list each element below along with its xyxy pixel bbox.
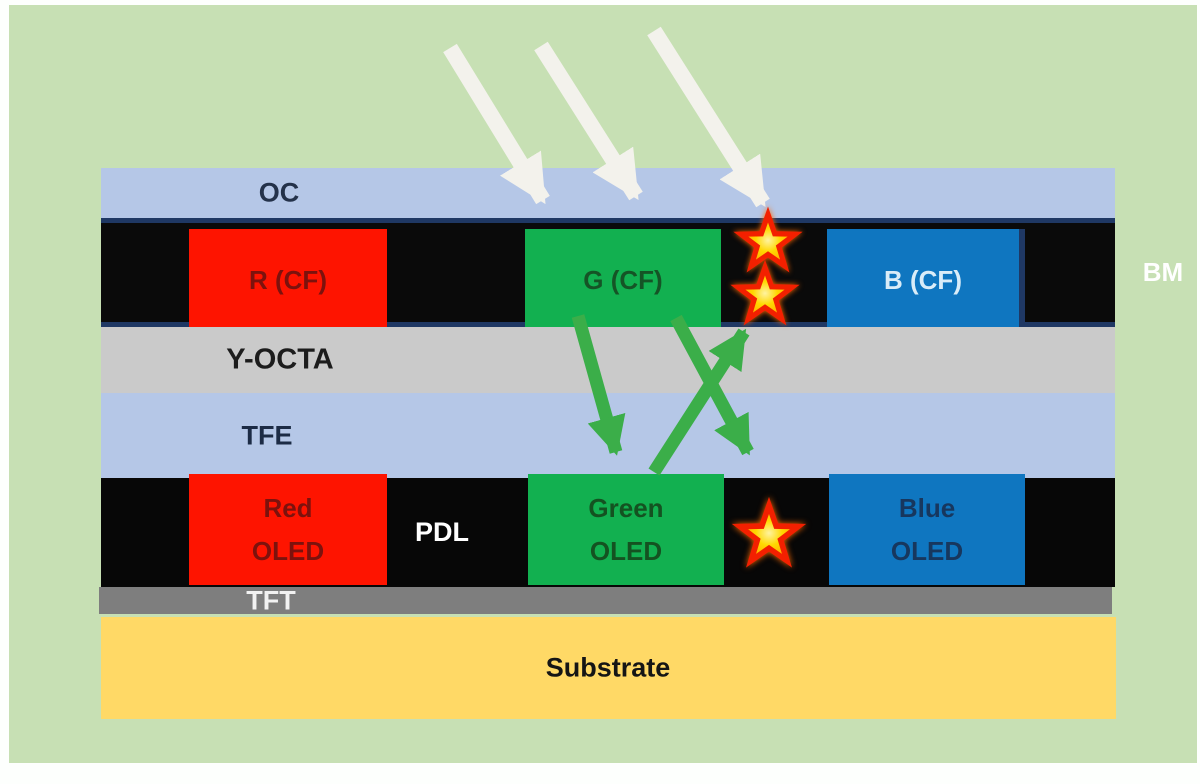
red-oled-block: Red OLED xyxy=(189,474,387,585)
blue-oled-label-line1: Blue xyxy=(898,492,956,523)
green-color-filter-block: G (CF) xyxy=(525,229,721,332)
green-oled-block: Green OLED xyxy=(528,474,724,585)
red-color-filter-label: R (CF) xyxy=(249,265,327,295)
pdl-label: PDL xyxy=(415,517,469,547)
y-octa-layer: Y-OCTA xyxy=(101,327,1115,393)
black-matrix-label: BM xyxy=(1142,257,1184,287)
tfe-layer-label: TFE xyxy=(241,420,293,450)
oc-layer: OC xyxy=(101,168,1115,218)
green-color-filter-label: G (CF) xyxy=(583,265,663,295)
oc-layer-label: OC xyxy=(258,177,300,208)
blue-oled-label-line2: OLED xyxy=(890,535,964,566)
red-color-filter-block: R (CF) xyxy=(189,229,387,332)
green-oled-label-line2: OLED xyxy=(589,535,663,566)
oled-row: Red OLED PDL Green OLED Blue OLED xyxy=(101,474,1115,587)
tft-layer-label: TFT xyxy=(246,585,296,615)
tfe-layer: TFE xyxy=(101,393,1115,478)
background-panel: OC R (CF) G (CF) B (CF) BM Y-OCTA TFE xyxy=(9,5,1197,763)
blue-oled-block: Blue OLED xyxy=(829,474,1025,585)
substrate-layer-label: Substrate xyxy=(545,652,671,683)
color-filter-row: R (CF) G (CF) B (CF) BM xyxy=(101,218,1183,332)
blue-color-filter-block: B (CF) xyxy=(827,229,1025,332)
tft-layer: TFT xyxy=(99,585,1112,615)
red-oled-label-line1: Red xyxy=(263,492,313,523)
blue-color-filter-label: B (CF) xyxy=(884,265,962,295)
substrate-layer: Substrate xyxy=(101,617,1116,719)
green-oled-label-line1: Green xyxy=(588,492,664,523)
red-oled-label-line2: OLED xyxy=(251,535,325,566)
y-octa-layer-label: Y-OCTA xyxy=(226,343,334,376)
